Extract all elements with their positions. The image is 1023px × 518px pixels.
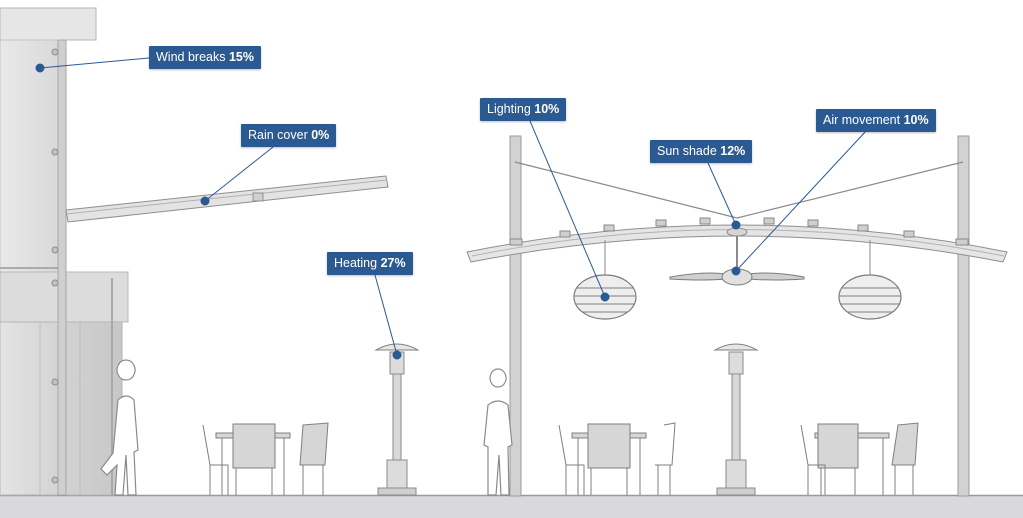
callout-rain-cover: Rain cover 0% — [241, 124, 337, 147]
callout-heating-value: 27% — [380, 256, 406, 270]
table-set-1 — [202, 422, 329, 495]
callout-air-movement-value: 10% — [903, 113, 929, 127]
pendant-light-left — [573, 240, 637, 320]
leader-air-movement — [735, 130, 867, 272]
anchor-dot-rain-cover — [200, 196, 210, 206]
anchor-dot-lighting — [600, 292, 610, 302]
callout-lighting: Lighting 10% — [480, 98, 567, 121]
anchor-dot-air-movement — [731, 266, 741, 276]
leader-wind-breaks — [39, 57, 150, 69]
anchor-dot-wind-breaks — [35, 63, 45, 73]
leader-sun-shade — [707, 162, 737, 226]
callout-lighting-value: 10% — [534, 102, 560, 116]
leader-rain-cover — [204, 146, 274, 202]
callout-heating: Heating 27% — [327, 252, 413, 275]
ground — [0, 494, 1023, 518]
callout-leaders — [35, 57, 867, 360]
callout-wind-breaks-label: Wind breaks — [156, 50, 226, 64]
anchor-dot-heating — [392, 350, 402, 360]
patio-heater-left — [374, 343, 420, 496]
wind-break-glass — [51, 39, 67, 496]
person-silhouette-right — [483, 368, 513, 496]
ceiling-fan — [669, 236, 805, 286]
pendant-light-right — [838, 240, 902, 320]
callout-lighting-label: Lighting — [487, 102, 531, 116]
leader-heating — [374, 274, 398, 356]
pergola-structure — [466, 135, 1008, 497]
callout-sun-shade-label: Sun shade — [657, 144, 717, 158]
table-set-2 — [558, 422, 676, 495]
callout-air-movement-label: Air movement — [823, 113, 901, 127]
leader-lighting — [529, 120, 606, 298]
anchor-dot-sun-shade — [731, 220, 741, 230]
callout-sun-shade-value: 12% — [720, 144, 746, 158]
callout-sun-shade: Sun shade 12% — [650, 140, 753, 163]
person-silhouette-left — [100, 359, 139, 496]
callout-wind-breaks-value: 15% — [228, 50, 254, 64]
patio-heater-right — [713, 343, 759, 496]
callout-heating-label: Heating — [334, 256, 378, 270]
callout-rain-cover-label: Rain cover — [248, 128, 308, 142]
rain-cover-canopy — [65, 175, 389, 223]
callout-rain-cover-value: 0% — [311, 128, 330, 142]
callout-air-movement: Air movement 10% — [816, 109, 936, 132]
callout-wind-breaks: Wind breaks 15% — [149, 46, 261, 69]
table-set-3 — [800, 422, 919, 495]
